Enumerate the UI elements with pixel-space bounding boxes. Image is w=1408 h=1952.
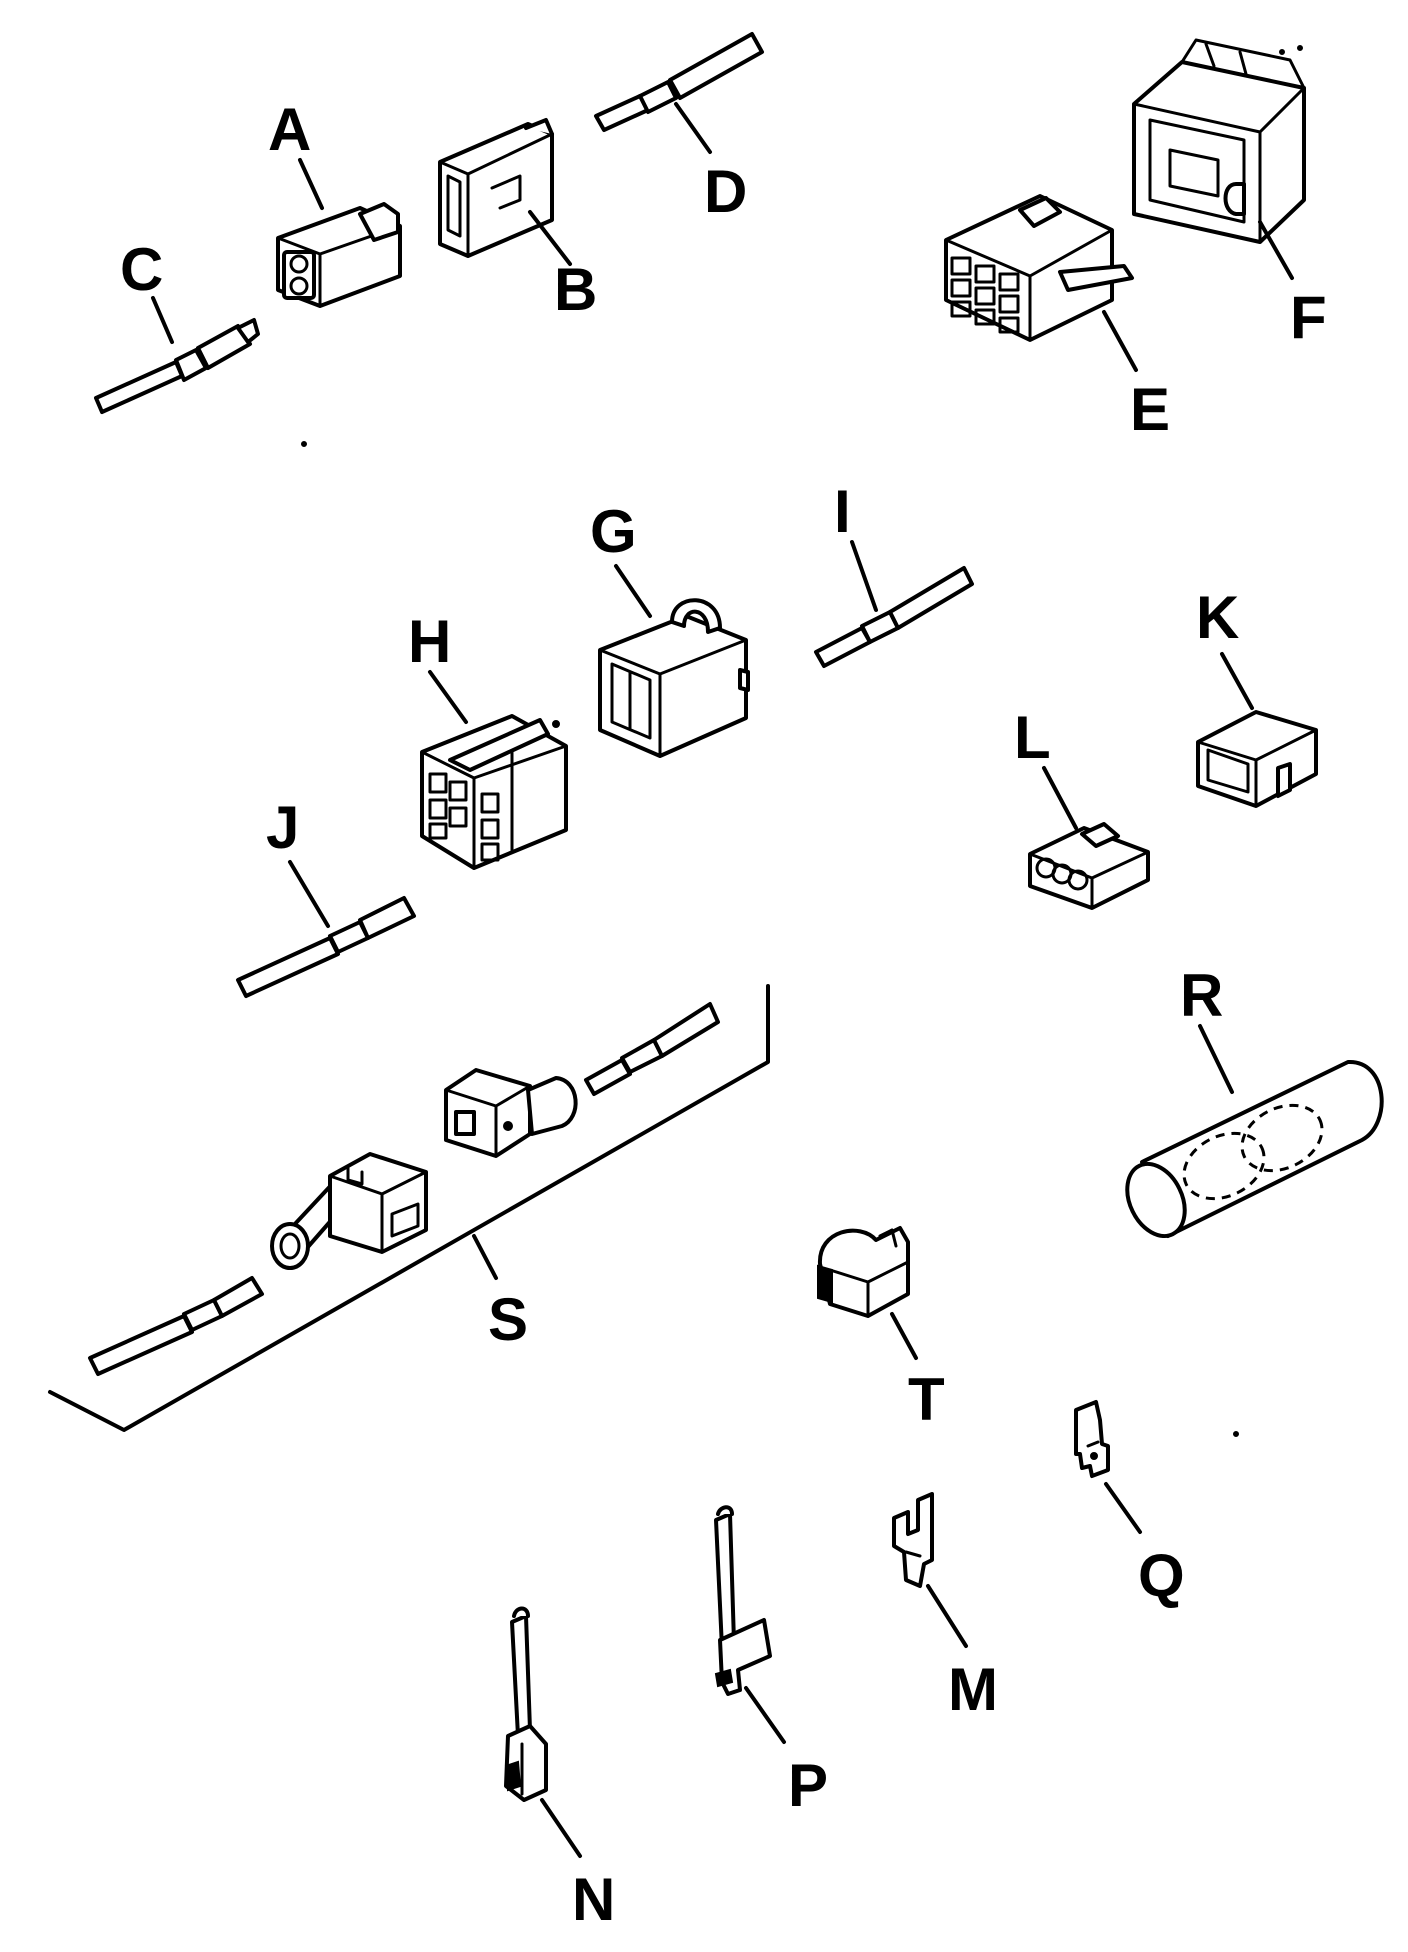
part-s-kit-terminal-pin [88,1276,264,1376]
callout-g: G [590,498,637,565]
leader-t [890,1312,918,1360]
leader-e [1102,310,1138,372]
part-b-two-pole-mating-housing [438,118,554,258]
leader-f [1258,220,1294,280]
callout-l: L [1014,704,1051,771]
callout-m: M [948,1656,998,1723]
leader-p [744,1686,786,1744]
leader-g [614,564,652,618]
scan-specks [301,45,1303,1437]
leader-h [428,670,468,724]
part-h-cavities [428,772,500,862]
callout-a: A [268,96,311,163]
part-f-square-housing [1132,38,1306,244]
part-h-eight-pole-housing [420,714,568,870]
callout-p: P [788,1752,828,1819]
leader-k [1220,652,1254,710]
leader-s [472,1234,498,1280]
part-q-flat-tab-terminal [1074,1400,1110,1478]
callout-j: J [266,794,299,861]
part-e-nine-pole-housing [944,194,1134,342]
callout-t: T [908,1366,945,1433]
part-n-female-spade-terminal [504,1606,548,1802]
leader-b [528,210,572,266]
part-a-two-pole-housing [276,202,402,308]
leader-m [926,1584,968,1648]
leader-d [674,102,712,154]
part-c-terminal-pin [94,318,260,414]
callout-n: N [572,1866,615,1933]
part-g-six-pole-housing [598,598,750,758]
callout-s: S [488,1286,528,1353]
s-kit-bracket [48,984,770,1432]
leader-c [151,296,174,344]
part-t-spring-clip [817,1226,910,1318]
callout-h: H [408,608,451,675]
leader-q [1104,1482,1142,1534]
callout-c: C [120,236,163,303]
callout-k: K [1196,584,1239,651]
part-e-cavities [950,256,1020,334]
part-p-flag-terminal [714,1505,772,1696]
callout-i: I [834,478,851,545]
callout-q: Q [1138,1542,1185,1609]
part-s-kit-bullet-socket [444,1068,578,1158]
callout-d: D [704,158,747,225]
leader-r [1198,1024,1234,1094]
callout-e: E [1130,376,1170,443]
callout-f: F [1290,284,1327,351]
part-s-kit-terminal-socket-top [584,1002,720,1096]
leader-n [540,1798,582,1858]
part-i-terminal-pin [814,566,974,668]
part-r-heat-shrink-sleeve [1125,1059,1384,1239]
part-s-kit-bullet-housing [270,1152,428,1270]
leader-a [298,158,324,210]
callout-b: B [554,256,597,323]
leader-j [288,860,330,928]
part-j-terminal-socket [236,896,416,998]
leader-l [1042,766,1078,830]
leader-i [850,540,878,612]
part-m-fork-terminal [892,1492,934,1588]
part-l-three-pole-housing [1028,822,1150,910]
part-d-terminal-socket [594,32,764,132]
part-k-rectangular-housing [1196,710,1318,808]
callout-r: R [1180,962,1223,1029]
